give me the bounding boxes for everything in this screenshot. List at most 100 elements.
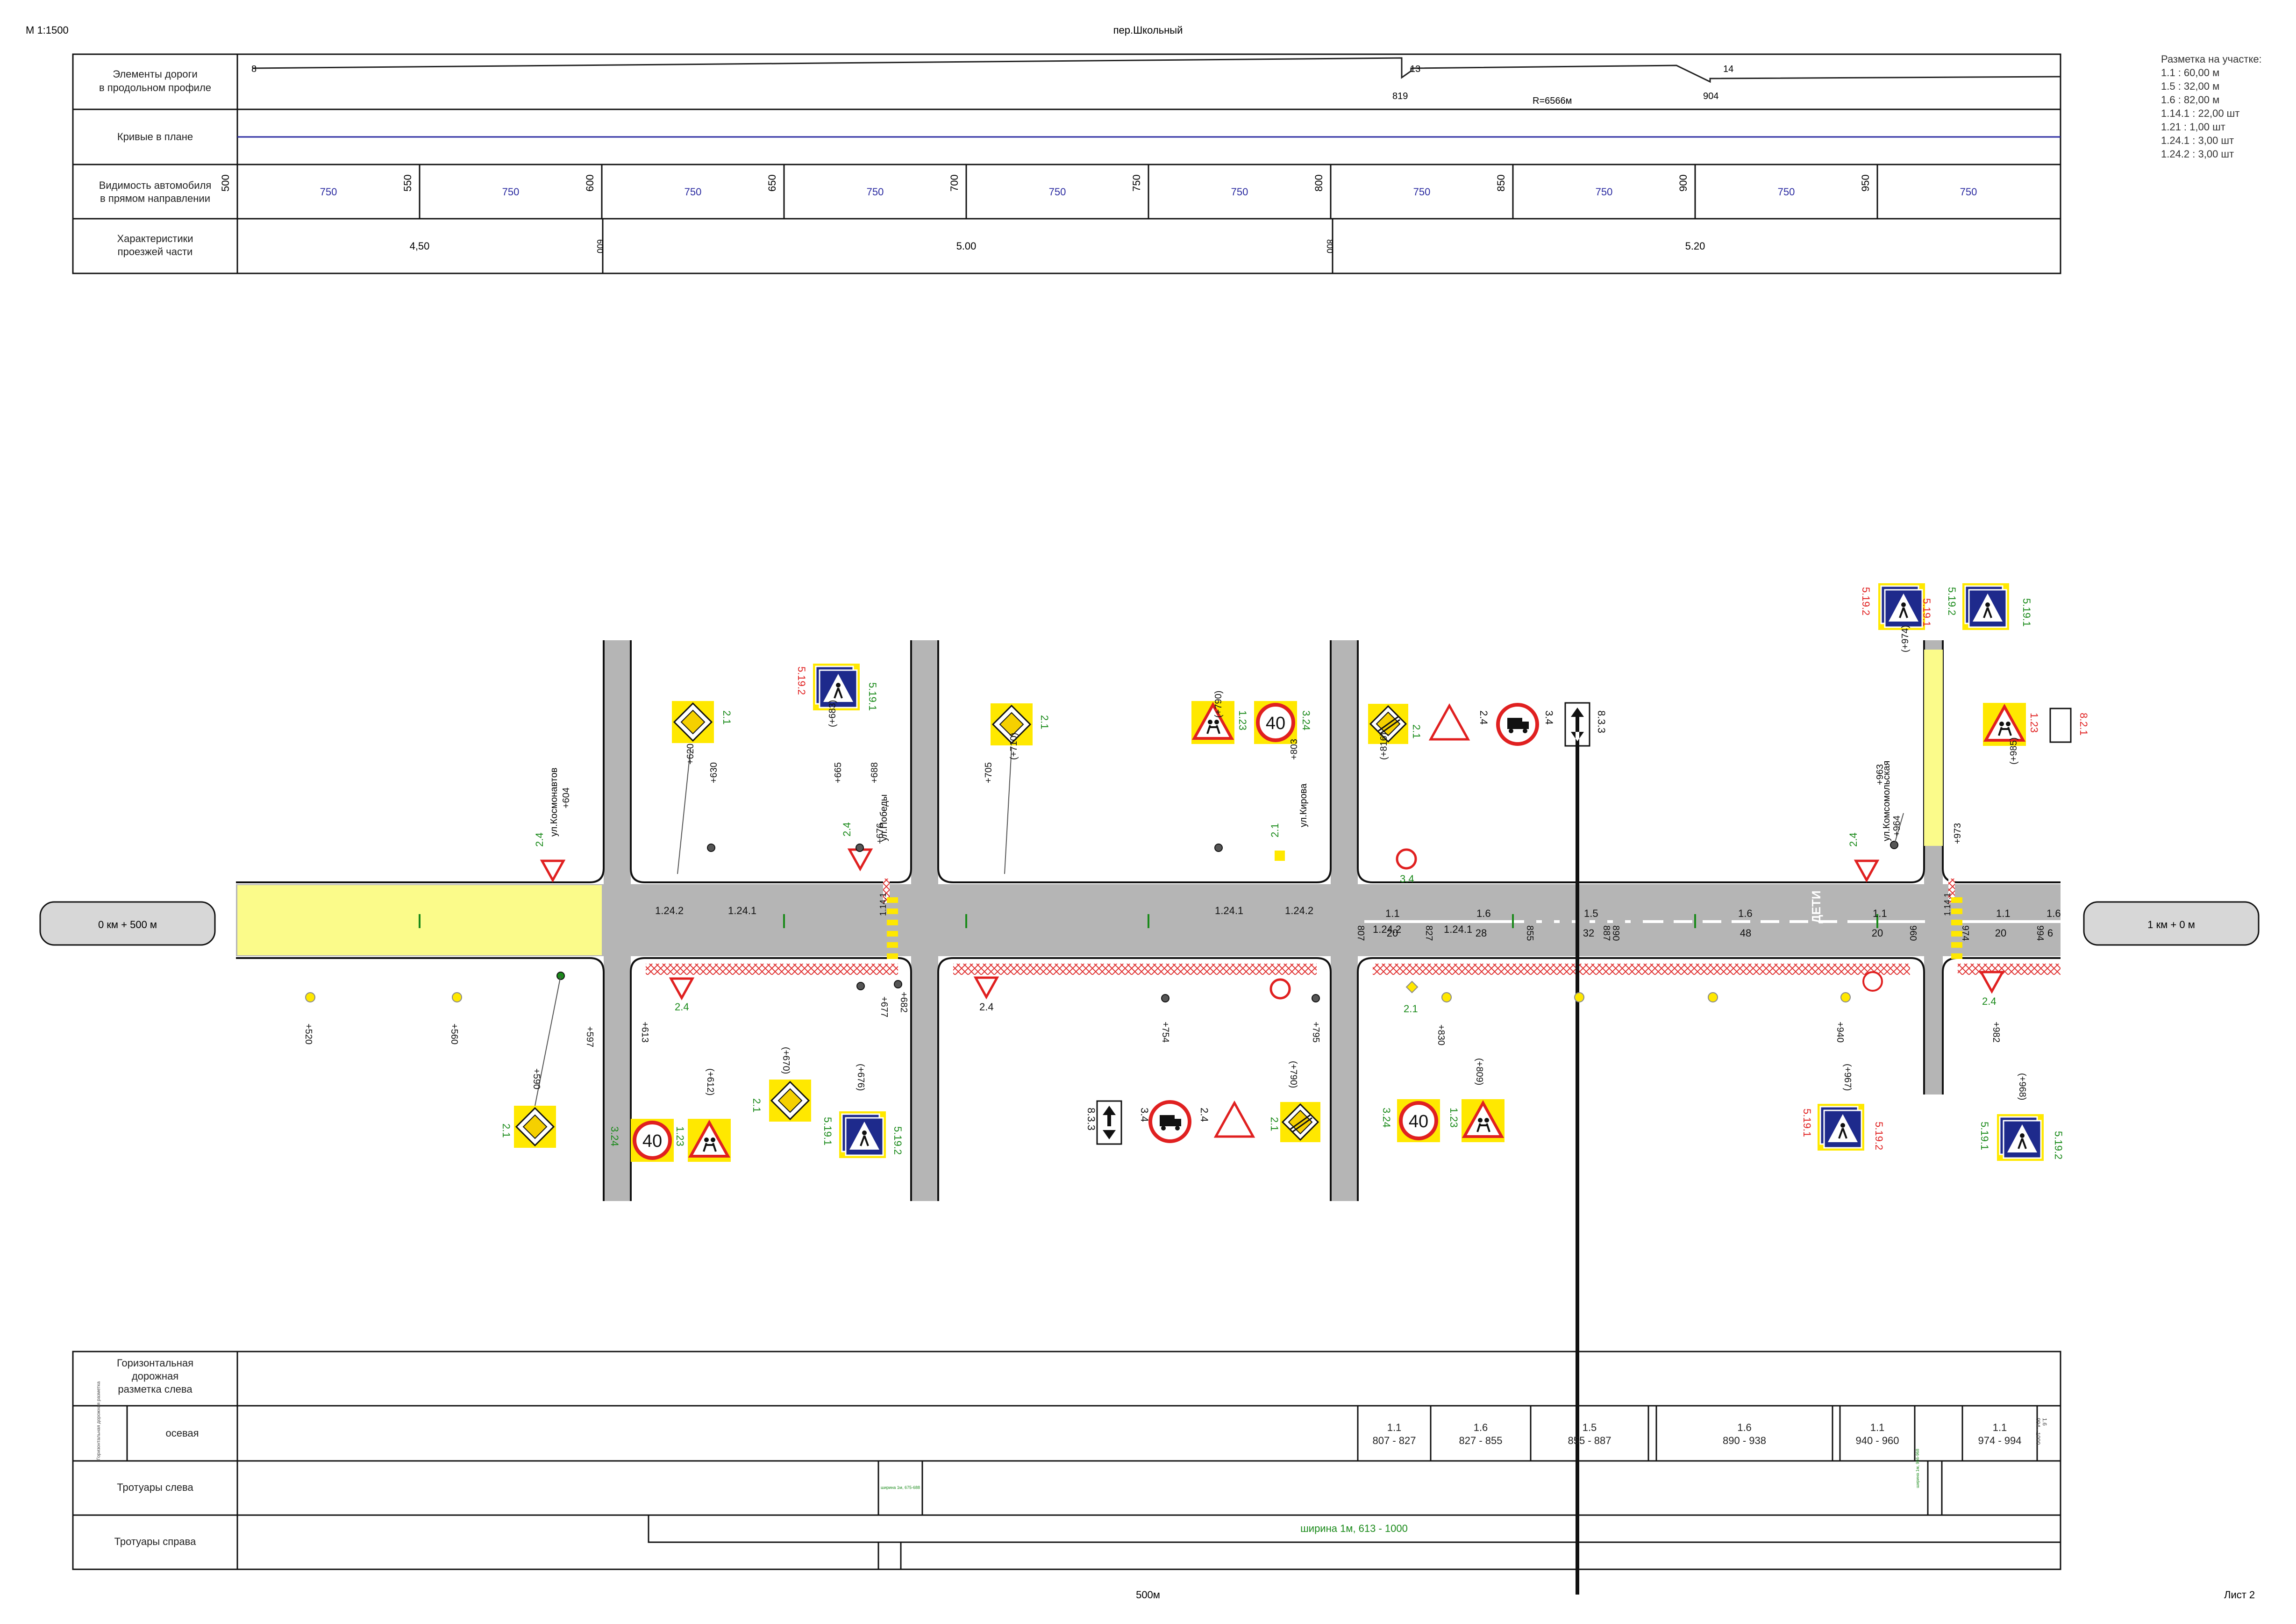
legend-item: 1.24.1 : 3,00 шт <box>2161 135 2234 146</box>
visibility-tick: 650 <box>766 174 778 192</box>
picket-label: (+985) <box>2009 737 2019 765</box>
leader-line <box>1894 813 1904 845</box>
row-label-visibility-l1: Видимость автомобиля <box>99 179 212 191</box>
axial-range: 940 - 960 <box>1856 1435 1899 1446</box>
picket-label: (+790) <box>1213 691 1224 718</box>
street-name-2: ул.Победы <box>879 794 889 841</box>
sign-code-label: 5.19.1 <box>2021 598 2032 627</box>
sign-code-label: 2.4 <box>1478 710 1490 725</box>
legend-item: 1.24.2 : 3,00 шт <box>2161 148 2234 160</box>
picket-label: (+816) <box>1379 733 1389 760</box>
marking-label: 1.24.2 <box>1373 923 1401 935</box>
row-label-sidewalk-left: Тротуары слева <box>117 1481 193 1493</box>
lane-number: 6 <box>2047 927 2053 939</box>
legend-item: 1.1 : 60,00 м <box>2161 67 2220 79</box>
sign-code-label: 2.1 <box>1269 1117 1280 1131</box>
axial-code: 1.1 <box>1387 1422 1402 1433</box>
marking-label: 1.24.1 <box>728 905 756 916</box>
visibility-tick: 800 <box>1313 174 1325 192</box>
leader-line <box>677 747 691 874</box>
station-mark: 855 <box>1525 925 1535 941</box>
sign-code-label: 3.24 <box>609 1126 620 1146</box>
speed-limit-sign: 40 <box>1397 1099 1440 1142</box>
street-name-1: ул.Космонавтов <box>549 768 559 837</box>
width-value-1: 4,50 <box>410 240 430 252</box>
legend-item: 1.14.1 : 22,00 шт <box>2161 107 2240 119</box>
profile-point-1-km: 819 <box>1392 91 1408 101</box>
sign-code-label: 1.23 <box>1237 710 1248 730</box>
marking-label: 1.24.2 <box>655 905 684 916</box>
marking-label: 1.1 <box>1873 908 1887 919</box>
axial-tail-l2: 994 - 1000 <box>2035 1418 2041 1445</box>
give-way-sign <box>540 859 566 883</box>
sign-code-label: 2.1 <box>500 1123 512 1138</box>
start-km-label: 0 км + 500 м <box>98 919 157 930</box>
marking-label: 1.6 <box>2046 908 2061 919</box>
picket-label: (+967) <box>1842 1064 1853 1091</box>
triangle-sign <box>1428 703 1470 741</box>
leader-line <box>535 975 561 1106</box>
svg-text:40: 40 <box>1409 1112 1428 1131</box>
visibility-value: 750 <box>1231 186 1248 198</box>
sign-code-label: 2.1 <box>1269 823 1281 837</box>
picket-label: +973 <box>1953 823 1963 844</box>
sign-code-label: 8.3.3 <box>1596 710 1607 733</box>
axial-range: 807 - 827 <box>1373 1435 1416 1446</box>
picket-label: +795 <box>1311 1022 1321 1043</box>
picket-label: +613 <box>640 1022 650 1043</box>
end-main-road-sign <box>1280 1102 1320 1142</box>
no-trucks-sign-small <box>1269 978 1291 1000</box>
bottom-table <box>72 1351 2061 1570</box>
pedestrian-crossing-sign <box>1878 583 1925 630</box>
sign-code-label: 2.1 <box>751 1098 763 1113</box>
main-road-sign <box>672 701 714 743</box>
end-main-road-sign <box>1368 704 1408 744</box>
lamp-post <box>1441 992 1452 1002</box>
marking-label: 1.6 <box>1476 908 1491 919</box>
legend-item: 1.6 : 82,00 м <box>2161 94 2220 106</box>
svg-text:40: 40 <box>642 1131 662 1151</box>
axial-code: 1.6 <box>1474 1422 1488 1433</box>
speed-limit-sign: 40 <box>1254 701 1297 744</box>
marking-label: 1.5 <box>1584 908 1598 919</box>
picket-label: +982 <box>1991 1022 2001 1043</box>
visibility-tick: 700 <box>948 174 960 192</box>
sign-pole <box>1161 994 1169 1002</box>
svg-text:40: 40 <box>1266 714 1285 733</box>
visibility-value: 750 <box>1413 186 1431 198</box>
sign-pole <box>856 982 865 990</box>
visibility-tick: 500 <box>220 174 231 192</box>
station-mark: 960 <box>1908 925 1918 941</box>
sign-code-label: 2.4 <box>1198 1108 1210 1122</box>
visibility-row: 5007505507506007506507507007507507508007… <box>220 165 1977 219</box>
width-row <box>602 219 1333 273</box>
sign-pole <box>1275 851 1285 861</box>
scale-label: М 1:1500 <box>26 24 69 36</box>
picket-label: +963 <box>1875 764 1885 785</box>
lamp-post <box>1574 992 1584 1002</box>
sign-code-label: 5.19.2 <box>892 1126 904 1155</box>
marking-label: 1.1 <box>1385 908 1400 919</box>
pedestrian-crossing-sign <box>1997 1114 2044 1161</box>
station-mark: 827 <box>1424 925 1434 941</box>
axial-tail-l1: 1.6 <box>2041 1418 2048 1426</box>
zone-plate-sign <box>1096 1100 1122 1145</box>
visibility-value: 750 <box>867 186 884 198</box>
marking-label: 1.1 <box>1996 908 2011 919</box>
picket-label: +682 <box>898 992 909 1013</box>
sign-code-label: 3.4 <box>1543 710 1555 725</box>
picket-label: +688 <box>870 762 880 783</box>
width-from-3: 800 <box>1325 239 1334 253</box>
crossing-zebra <box>887 650 1962 959</box>
row-label-width-l2: проезжей части <box>118 246 193 258</box>
marking-label: 1.14.1 <box>1943 893 1952 916</box>
visibility-value: 750 <box>320 186 337 198</box>
street-name-3: ул.Кирова <box>1298 783 1309 827</box>
axial-range: 890 - 938 <box>1723 1435 1766 1446</box>
distance-plate-sign <box>2049 708 2072 743</box>
no-entry-sign-small <box>1862 971 1883 992</box>
station-mark: 994 <box>2035 925 2045 941</box>
sign-pole <box>707 844 715 852</box>
